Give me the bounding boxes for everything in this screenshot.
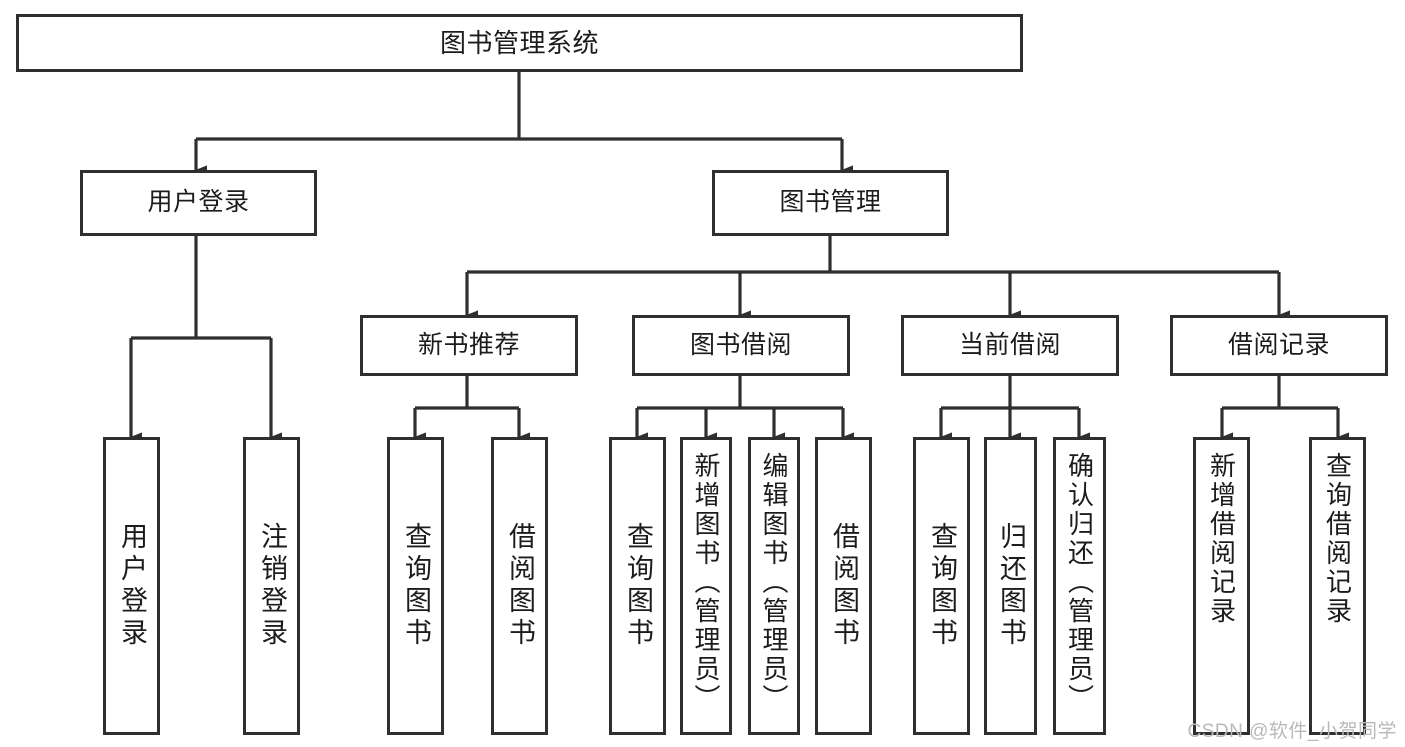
node-label: 用户登录 (147, 188, 250, 217)
node-label: 用户登录 (117, 522, 147, 650)
node-label: 借阅记录 (1227, 330, 1330, 359)
node-leaf-add-book-admin[interactable]: 新增图书（管理员） (680, 437, 732, 735)
node-user-login[interactable]: 用户登录 (80, 170, 317, 236)
node-label: 注销登录 (257, 522, 287, 650)
node-leaf-edit-book-admin[interactable]: 编辑图书（管理员） (748, 437, 800, 735)
node-label: 查询图书 (927, 522, 957, 650)
node-label: 图书管理系统 (439, 27, 599, 58)
node-label: 归还图书 (996, 522, 1026, 650)
node-label: 当前借阅 (958, 330, 1061, 359)
node-label: 借阅图书 (829, 522, 859, 650)
node-label: 图书管理 (779, 188, 882, 217)
watermark-text: CSDN @软件_小贺同学 (1187, 721, 1397, 742)
node-leaf-query-book-current[interactable]: 查询图书 (913, 437, 970, 735)
node-borrow-record[interactable]: 借阅记录 (1170, 315, 1388, 376)
node-label: 新增图书（管理员） (691, 452, 721, 713)
node-leaf-query-borrow-record[interactable]: 查询借阅记录 (1309, 437, 1366, 735)
node-leaf-query-book-recommend[interactable]: 查询图书 (387, 437, 444, 735)
node-label: 查询图书 (623, 522, 653, 650)
node-book-management[interactable]: 图书管理 (712, 170, 949, 236)
node-label: 查询借阅记录 (1322, 452, 1353, 626)
node-label: 查询图书 (401, 522, 431, 650)
node-label: 编辑图书（管理员） (759, 452, 789, 713)
node-leaf-borrow-book[interactable]: 借阅图书 (815, 437, 872, 735)
node-leaf-query-book-borrow[interactable]: 查询图书 (609, 437, 666, 735)
node-leaf-borrow-book-recommend[interactable]: 借阅图书 (491, 437, 548, 735)
node-book-borrow[interactable]: 图书借阅 (632, 315, 850, 376)
node-leaf-user-login[interactable]: 用户登录 (103, 437, 160, 735)
node-leaf-confirm-return-admin[interactable]: 确认归还（管理员） (1053, 437, 1106, 735)
node-leaf-add-borrow-record[interactable]: 新增借阅记录 (1193, 437, 1250, 735)
node-new-book-recommend[interactable]: 新书推荐 (360, 315, 578, 376)
node-leaf-logout[interactable]: 注销登录 (243, 437, 300, 735)
node-root-system[interactable]: 图书管理系统 (16, 14, 1023, 72)
node-label: 新增借阅记录 (1206, 452, 1237, 626)
node-label: 新书推荐 (417, 330, 520, 359)
node-label: 图书借阅 (689, 330, 792, 359)
node-leaf-return-book[interactable]: 归还图书 (984, 437, 1037, 735)
node-current-borrow[interactable]: 当前借阅 (901, 315, 1119, 376)
node-label: 确认归还（管理员） (1064, 452, 1095, 713)
node-label: 借阅图书 (505, 522, 535, 650)
